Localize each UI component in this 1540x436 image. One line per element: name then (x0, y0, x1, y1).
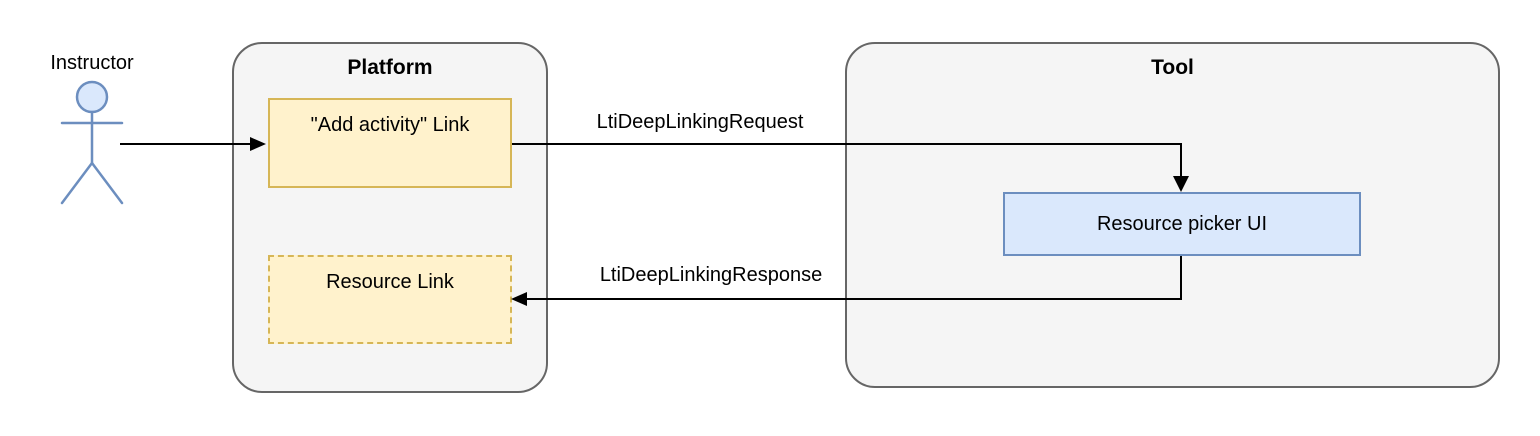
add-activity-link-node: "Add activity" Link (268, 98, 512, 188)
resource-picker-label: Resource picker UI (1096, 212, 1268, 235)
actor-head (75, 80, 109, 114)
platform-title: Platform (347, 56, 433, 79)
tool-container: Tool (845, 42, 1500, 388)
add-activity-link-label: "Add activity" Link (310, 114, 470, 136)
actor-legs (60, 161, 124, 205)
resource-link-label: Resource Link (326, 271, 454, 293)
request-edge-label: LtiDeepLinkingRequest (596, 111, 804, 133)
response-edge-label: LtiDeepLinkingResponse (599, 264, 823, 286)
instructor-actor-label: Instructor (50, 52, 134, 74)
resource-link-node: Resource Link (268, 255, 512, 344)
instructor-actor-icon (60, 80, 124, 205)
tool-title: Tool (1151, 56, 1194, 79)
resource-picker-node: Resource picker UI (1003, 192, 1361, 256)
